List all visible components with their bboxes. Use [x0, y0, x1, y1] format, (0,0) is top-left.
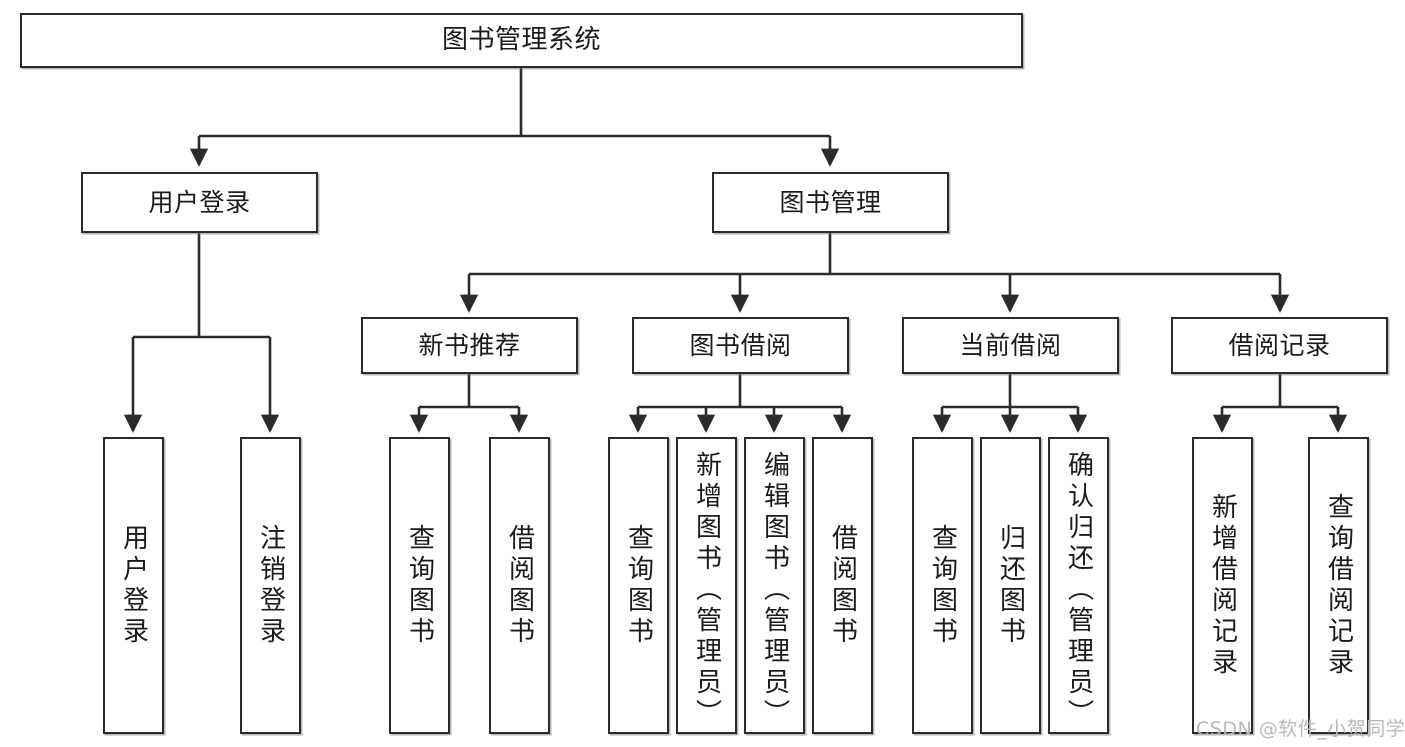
node-user-login[interactable]: 用户登录	[81, 172, 318, 233]
node-label: 查询图书	[623, 523, 654, 648]
leaf-borrow-books[interactable]: 借阅图书	[812, 437, 873, 734]
node-label: 借阅记录	[1228, 330, 1331, 360]
leaf-query-borrow-record[interactable]: 查询借阅记录	[1308, 437, 1369, 734]
node-label: 图书管理系统	[441, 24, 601, 55]
leaf-confirm-return-admin[interactable]: 确认归还（管理员）	[1048, 437, 1109, 734]
leaf-query-books-recommend[interactable]: 查询图书	[389, 437, 450, 734]
node-label: 确认归还（管理员）	[1063, 450, 1094, 730]
leaf-query-books-borrow[interactable]: 查询图书	[608, 437, 669, 734]
node-book-management-system[interactable]: 图书管理系统	[20, 13, 1023, 68]
leaf-user-login[interactable]: 用户登录	[103, 437, 164, 734]
node-label: 新增借阅记录	[1207, 492, 1238, 679]
leaf-add-book-admin[interactable]: 新增图书（管理员）	[676, 437, 737, 734]
node-label: 借阅图书	[827, 523, 858, 648]
leaf-edit-book-admin[interactable]: 编辑图书（管理员）	[744, 437, 805, 734]
node-borrowing-record[interactable]: 借阅记录	[1171, 317, 1388, 374]
node-label: 注销登录	[255, 523, 286, 648]
leaf-logout[interactable]: 注销登录	[240, 437, 301, 734]
watermark: CSDN @软件_小贺同学	[1196, 718, 1405, 740]
node-label: 查询图书	[927, 523, 958, 648]
node-label: 新书推荐	[418, 330, 521, 360]
node-label: 查询借阅记录	[1323, 492, 1354, 679]
leaf-borrow-books-recommend[interactable]: 借阅图书	[489, 437, 550, 734]
node-label: 查询图书	[404, 523, 435, 648]
node-label: 用户登录	[118, 523, 149, 648]
node-label: 图书管理	[779, 187, 882, 217]
node-book-management[interactable]: 图书管理	[712, 172, 949, 233]
node-label: 编辑图书（管理员）	[759, 450, 790, 730]
node-label: 新增图书（管理员）	[691, 450, 722, 730]
leaf-query-books-current[interactable]: 查询图书	[912, 437, 973, 734]
node-label: 归还图书	[995, 523, 1026, 648]
leaf-add-borrow-record[interactable]: 新增借阅记录	[1192, 437, 1253, 734]
node-label: 用户登录	[148, 187, 251, 217]
node-label: 图书借阅	[689, 330, 792, 360]
node-current-borrowing[interactable]: 当前借阅	[902, 317, 1119, 374]
node-label: 当前借阅	[959, 330, 1062, 360]
leaf-return-books[interactable]: 归还图书	[980, 437, 1041, 734]
node-new-book-recommendation[interactable]: 新书推荐	[361, 317, 578, 374]
node-book-borrowing[interactable]: 图书借阅	[632, 317, 849, 374]
node-label: 借阅图书	[504, 523, 535, 648]
